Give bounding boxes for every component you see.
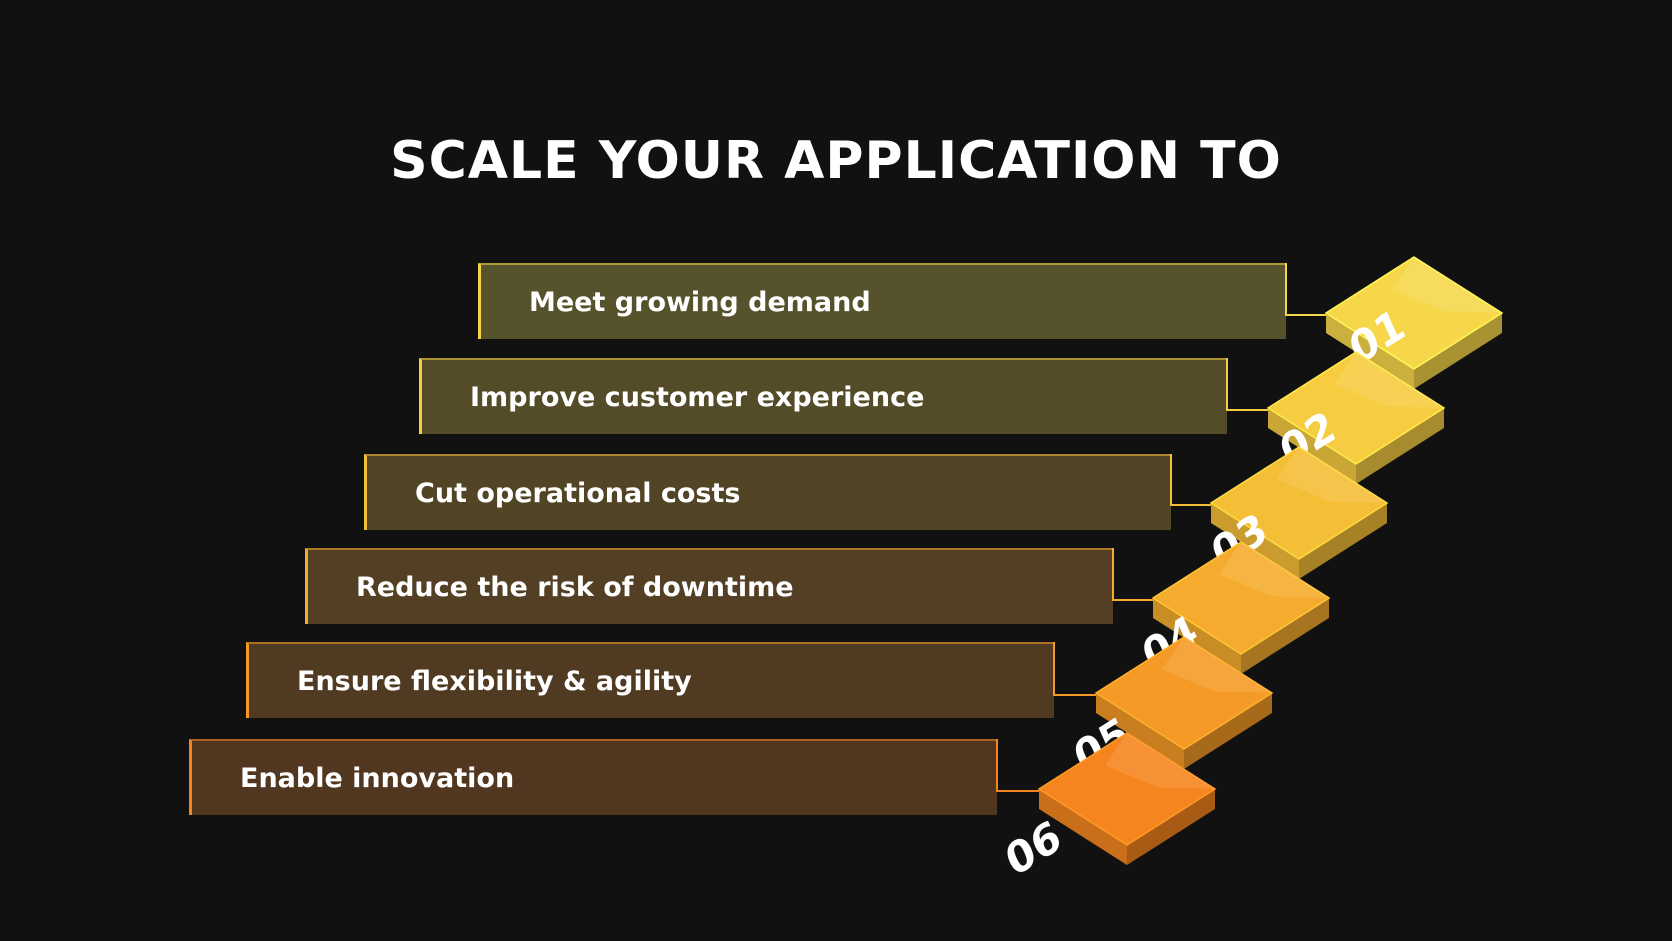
tile-top <box>1209 446 1389 560</box>
tile-top <box>1266 351 1446 465</box>
step-label: Reduce the risk of downtime <box>356 571 794 603</box>
tile-side-left <box>1153 598 1241 674</box>
tile-highlight <box>1277 447 1387 503</box>
step-number: 05 <box>1067 707 1137 783</box>
tile-top <box>1037 732 1217 846</box>
tile-side-right <box>1184 693 1272 769</box>
tile-highlight <box>1162 637 1272 693</box>
step-number: 01 <box>1342 299 1412 375</box>
step-tile-06: 06 <box>996 732 1217 886</box>
tile-highlight <box>1392 257 1502 313</box>
step-label: Improve customer experience <box>470 381 925 413</box>
tile-side-left <box>1211 503 1299 579</box>
tile-side-right <box>1127 789 1215 865</box>
tile-highlight <box>1219 542 1329 598</box>
tile-top <box>1094 636 1274 750</box>
connector-line <box>1285 263 1326 316</box>
connector-line <box>996 739 1039 792</box>
connector-line <box>1053 642 1096 696</box>
step-bar-04: Reduce the risk of downtime <box>305 548 1113 624</box>
tile-highlight <box>1334 352 1444 408</box>
step-bar-05: Ensure flexibility & agility <box>246 642 1054 718</box>
step-number: 02 <box>1273 401 1343 477</box>
step-tile-02: 02 <box>1226 351 1446 484</box>
step-bar-06: Enable innovation <box>189 739 997 815</box>
step-tile-01: 01 <box>1285 256 1504 389</box>
step-tile-05: 05 <box>1053 636 1274 783</box>
step-label: Cut operational costs <box>415 477 741 509</box>
step-bar-03: Cut operational costs <box>364 454 1171 530</box>
tile-side-left <box>1039 789 1127 865</box>
tile-side-left <box>1326 313 1414 389</box>
tile-side-left <box>1268 408 1356 484</box>
connector-line <box>1112 548 1153 601</box>
step-label: Ensure flexibility & agility <box>297 665 692 697</box>
page-title: SCALE YOUR APPLICATION TO <box>390 131 1282 191</box>
tile-side-right <box>1241 598 1329 674</box>
tile-side-left <box>1096 693 1184 769</box>
tile-top <box>1151 541 1331 655</box>
step-tile-03: 03 <box>1170 446 1389 579</box>
step-bar-01: Meet growing demand <box>478 263 1286 339</box>
tile-side-right <box>1414 313 1502 389</box>
step-number: 04 <box>1135 605 1205 681</box>
step-tile-04: 04 <box>1112 541 1331 681</box>
tile-side-right <box>1356 408 1444 484</box>
step-number: 03 <box>1204 503 1274 579</box>
tile-side-right <box>1299 503 1387 579</box>
connector-line <box>1170 454 1211 506</box>
step-label: Enable innovation <box>240 762 515 794</box>
step-label: Meet growing demand <box>529 286 871 318</box>
tile-top <box>1324 256 1504 370</box>
step-bar-02: Improve customer experience <box>419 358 1227 434</box>
connector-line <box>1226 358 1268 411</box>
step-number: 06 <box>998 810 1068 886</box>
tile-highlight <box>1105 733 1215 789</box>
